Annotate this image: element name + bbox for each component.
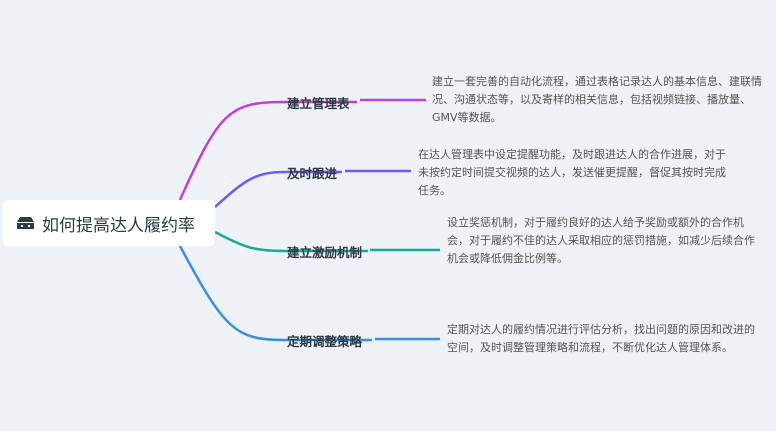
branch-label-follow-up[interactable]: 及时跟进 bbox=[287, 166, 338, 181]
branch-label-adjust-strategy[interactable]: 定期调整策略 bbox=[287, 334, 363, 349]
branch-description-follow-up: 在达人管理表中设定提醒功能，及时跟进达人的合作进展，对于未按约定时间提交视频的达… bbox=[418, 148, 726, 197]
branch-link-1 bbox=[178, 100, 357, 201]
branch-description-adjust-strategy: 定期对达人的履约情况进行评估分析，找出问题的原因和改进的空间，及时调整管理策略和… bbox=[447, 323, 755, 354]
root-title: 如何提高达人履约率 bbox=[42, 215, 195, 236]
branch-link-2 bbox=[214, 170, 342, 208]
branch-description-management-sheet: 建立一套完善的自动化流程，通过表格记录达人的基本信息、建联情况、沟通状态等，以及… bbox=[432, 75, 762, 124]
branch-description-incentive: 设立奖惩机制，对于履约良好的达人给予奖励或额外的合作机会，对于履约不佳的达人采取… bbox=[447, 216, 755, 265]
branch-label-management-sheet[interactable]: 建立管理表 bbox=[287, 96, 350, 111]
branch-link-4 bbox=[178, 245, 372, 342]
archive-box-icon bbox=[17, 217, 34, 229]
root-node[interactable]: 如何提高达人履约率 bbox=[3, 200, 215, 246]
branch-label-incentive[interactable]: 建立激励机制 bbox=[287, 245, 363, 260]
branch-link-3 bbox=[214, 230, 368, 253]
